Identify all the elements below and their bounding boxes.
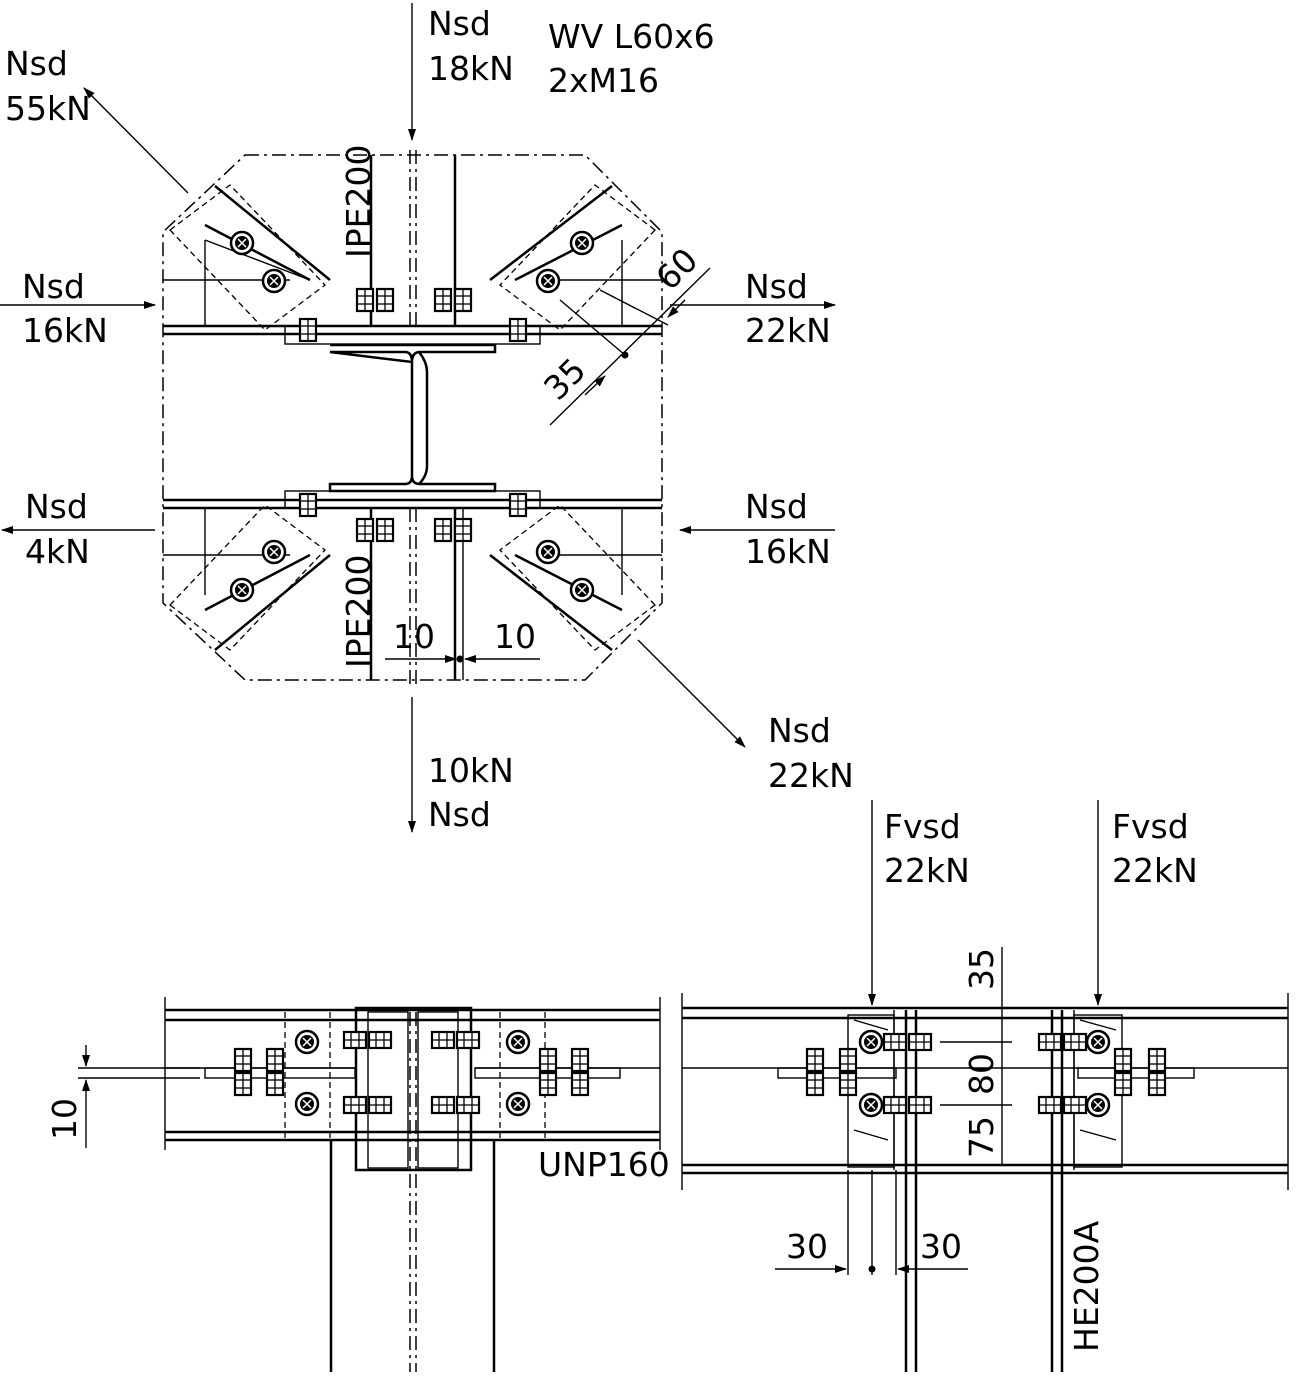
brace-lower-left	[169, 504, 331, 651]
force-right-upper-value: 22kN	[745, 311, 831, 350]
force-top-label: Nsd	[428, 4, 491, 43]
brace-upper-right	[489, 184, 656, 331]
force-diag-ul-value: 55kN	[5, 89, 91, 128]
elevation-right: 35 80 75 30 30 HE200A Fvsd 22kN Fvsd 22k…	[681, 800, 1289, 1372]
force-left-upper-label: Nsd	[22, 267, 85, 306]
force-bottom-label: Nsd	[428, 795, 491, 834]
dim-30-right: 30	[920, 1227, 962, 1266]
force-right-upper-label: Nsd	[745, 267, 808, 306]
profile-column-section: HE200A	[1067, 1220, 1106, 1352]
dim-gap-right: 10	[494, 617, 536, 656]
dim-35: 35	[536, 350, 593, 407]
note-bracing-2: 2xM16	[548, 61, 659, 100]
force-top-value: 18kN	[428, 49, 514, 88]
force-shear-left-value: 22kN	[884, 851, 970, 890]
force-left-upper-value: 16kN	[22, 311, 108, 350]
edge-dimensions	[549, 267, 711, 426]
profile-column-bottom: IPE200	[339, 555, 378, 668]
force-bottom-value: 10kN	[428, 751, 514, 790]
force-left-lower-value: 4kN	[25, 532, 90, 571]
dim-35-top: 35	[962, 948, 1001, 990]
force-shear-right-value: 22kN	[1112, 851, 1198, 890]
force-diag-lr-label: Nsd	[768, 711, 831, 750]
force-diag-lr-value: 22kN	[768, 756, 854, 795]
force-diag-ul-label: Nsd	[5, 44, 68, 83]
i-section	[328, 343, 497, 493]
force-shear-right-label: Fvsd	[1112, 807, 1189, 846]
dim-75: 75	[962, 1116, 1001, 1158]
note-bracing-1: WV L60x6	[548, 17, 715, 56]
dim-10-ecc: 10	[45, 1098, 84, 1140]
dim-30-left: 30	[786, 1227, 828, 1266]
profile-channel: UNP160	[538, 1145, 670, 1184]
brace-upper-left	[169, 184, 331, 331]
dim-gap-left: 10	[393, 617, 435, 656]
force-right-lower-value: 16kN	[745, 532, 831, 571]
profile-column-top: IPE200	[339, 145, 378, 258]
force-left-lower-label: Nsd	[25, 487, 88, 526]
brace-lower-right	[489, 504, 656, 651]
plan-view: 60 35 10 10 IPE200 IPE200 Nsd 18kN WV L6…	[0, 3, 854, 834]
gap-dimension	[385, 655, 540, 663]
elevation-left: 10 UNP160	[45, 997, 670, 1372]
dim-60: 60	[648, 240, 705, 297]
force-right-lower-label: Nsd	[745, 487, 808, 526]
force-shear-left-label: Fvsd	[884, 807, 961, 846]
gusset-outline	[162, 154, 663, 681]
dim-80: 80	[962, 1053, 1001, 1095]
